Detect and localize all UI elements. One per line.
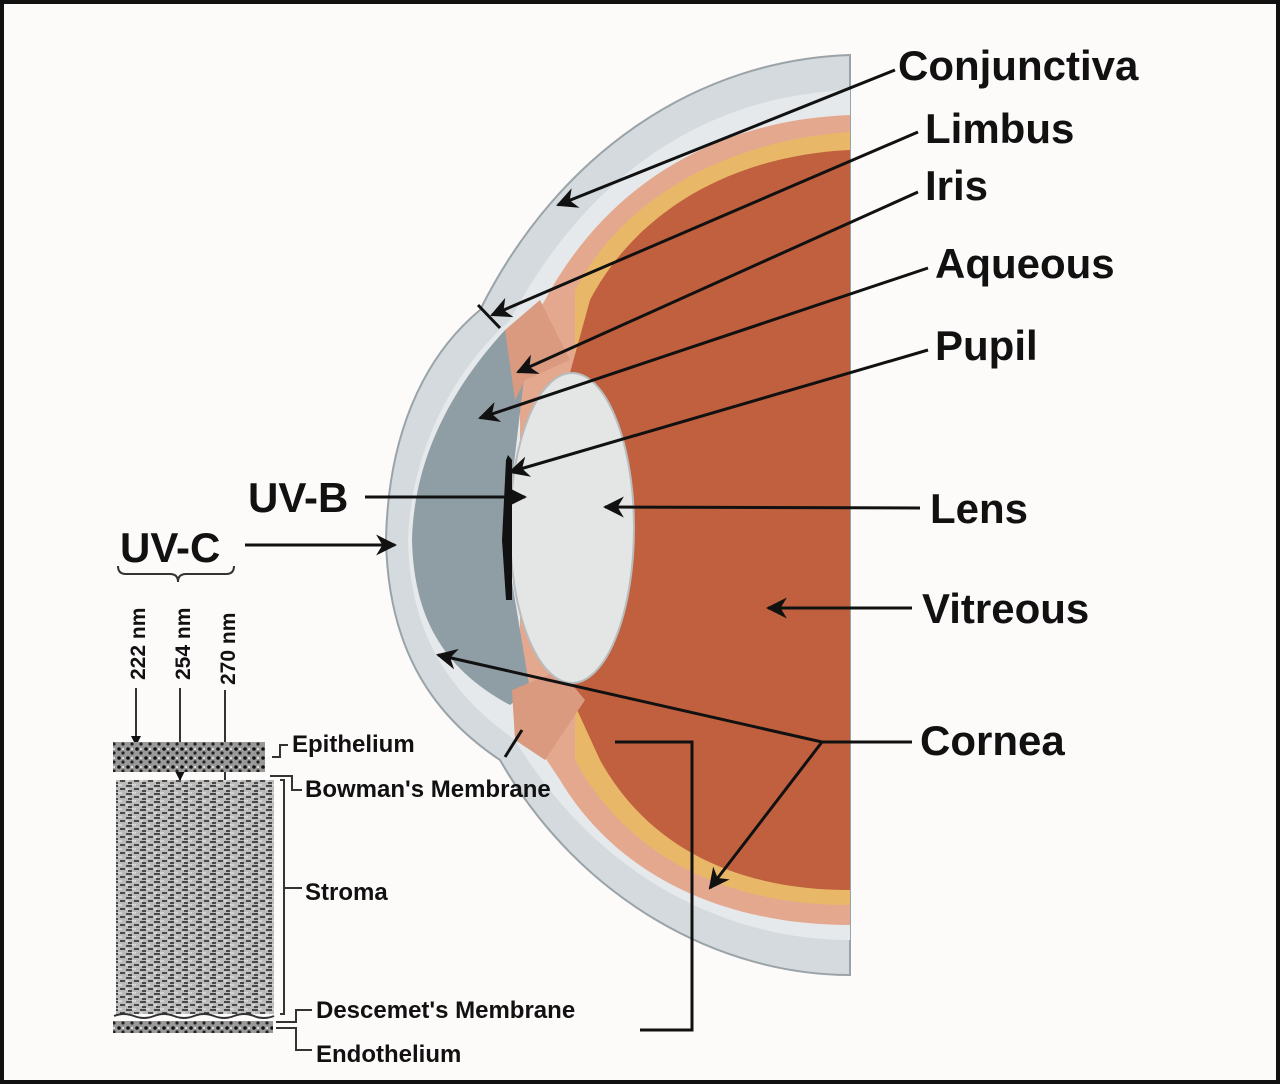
endothelium-layer bbox=[113, 1021, 273, 1033]
conjunctiva-pointer bbox=[556, 68, 896, 208]
label-vitreous: Vitreous bbox=[922, 585, 1089, 632]
stroma-layer bbox=[116, 780, 274, 1014]
label-conjunctiva: Conjunctiva bbox=[898, 42, 1139, 89]
lens-pointer bbox=[602, 496, 921, 518]
aqueous-chamber bbox=[412, 330, 530, 705]
limbus-tick bbox=[476, 303, 502, 330]
wavelength-254: 254 nm bbox=[172, 608, 195, 680]
label-epithelium: Epithelium bbox=[292, 731, 415, 758]
wavelength-markers: 222 nm 254 nm 270 nm bbox=[127, 608, 240, 913]
label-uvc: UV-C bbox=[120, 524, 220, 571]
label-lens: Lens bbox=[930, 485, 1028, 532]
iris-upper bbox=[505, 300, 570, 400]
epithelium-bracket bbox=[272, 744, 288, 758]
wavelength-270: 270 nm bbox=[217, 613, 240, 685]
uvc-brace bbox=[117, 565, 235, 583]
epithelium-layer bbox=[113, 742, 265, 772]
iris-lower bbox=[512, 670, 585, 760]
cornea-layers: Epithelium Bowman's Membrane Stroma Desc… bbox=[113, 731, 694, 1068]
eye-cross-section bbox=[384, 53, 851, 977]
label-cornea: Cornea bbox=[920, 717, 1065, 764]
vitreous-body bbox=[568, 150, 850, 890]
bowman-bracket bbox=[270, 775, 302, 791]
cornea-tick bbox=[503, 729, 524, 758]
stroma-bracket bbox=[280, 779, 302, 1015]
wavelength-222: 222 nm bbox=[127, 608, 150, 680]
endothelium-bracket bbox=[276, 1027, 312, 1051]
cornea-pointer-front bbox=[435, 648, 823, 744]
label-aqueous: Aqueous bbox=[935, 240, 1115, 287]
cornea-pointer-back bbox=[708, 741, 824, 890]
structure-labels: Conjunctiva Limbus Iris Aqueous Pupil Le… bbox=[117, 42, 1139, 890]
cornea-detail-bracket bbox=[615, 740, 694, 1032]
limbus-pointer bbox=[490, 130, 919, 318]
label-uvb: UV-B bbox=[248, 474, 348, 521]
label-descemet: Descemet's Membrane bbox=[316, 997, 575, 1024]
label-iris: Iris bbox=[925, 162, 988, 209]
label-endothelium: Endothelium bbox=[316, 1041, 461, 1068]
iris-pointer bbox=[516, 190, 919, 374]
lens bbox=[509, 372, 635, 684]
pupil-pointer bbox=[507, 348, 929, 477]
label-bowman: Bowman's Membrane bbox=[305, 776, 551, 803]
label-stroma: Stroma bbox=[305, 879, 388, 906]
label-pupil: Pupil bbox=[935, 322, 1038, 369]
descemet-layer bbox=[113, 1013, 275, 1019]
label-limbus: Limbus bbox=[925, 105, 1074, 152]
descemet-bracket bbox=[276, 1009, 312, 1023]
aqueous-pointer bbox=[478, 266, 929, 422]
